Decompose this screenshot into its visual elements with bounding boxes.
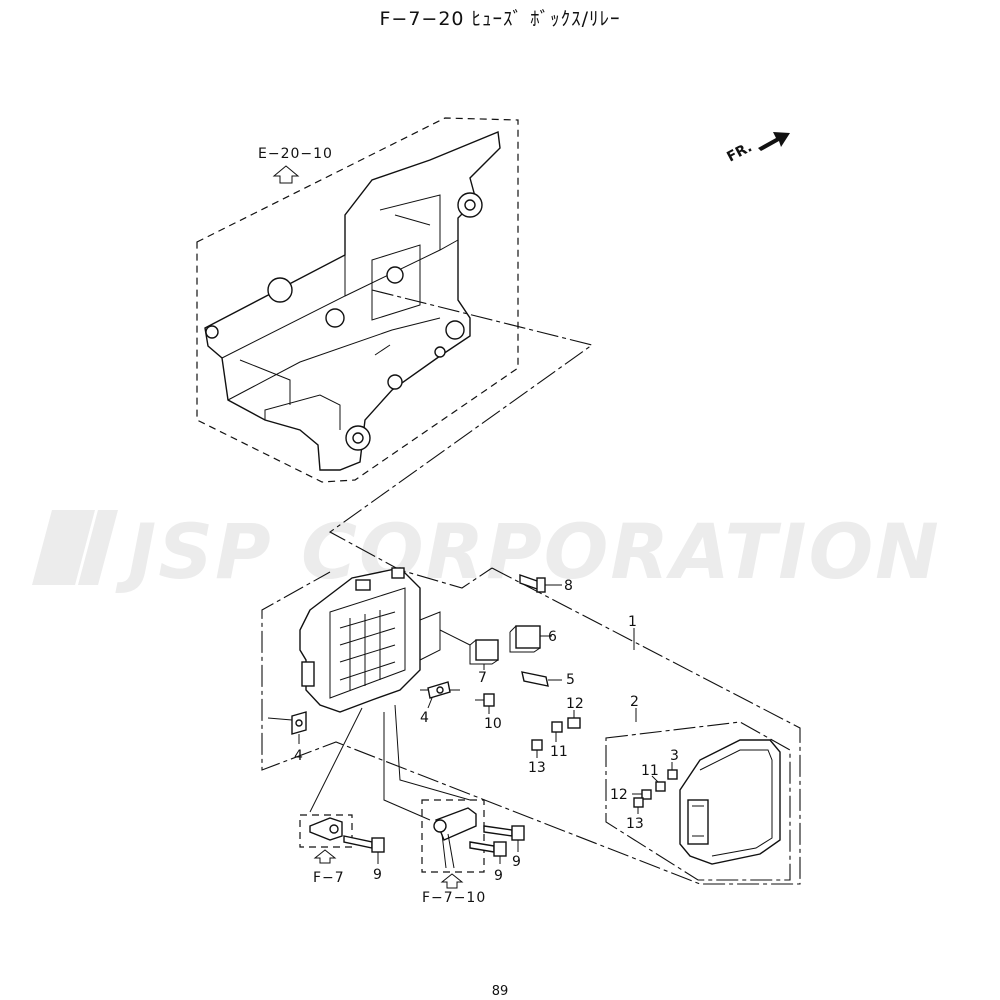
fuse-box-body [299, 567, 441, 713]
part-4-clip-right [420, 681, 460, 709]
callout-7: 7 [478, 670, 487, 686]
part-5-fuse [521, 671, 562, 687]
callout-2: 2 [630, 694, 639, 710]
callout-4-left: 4 [294, 748, 303, 764]
part-2-cover [679, 739, 781, 865]
up-arrow-icon [272, 165, 300, 184]
harness-line-center [383, 712, 431, 821]
part-9-bolt-right-lower [469, 841, 507, 864]
left-lower-reference: F−7 [299, 814, 353, 886]
small-fuse-set-cover [632, 762, 678, 814]
part-2-group-boundary [605, 721, 791, 881]
front-direction-indicator: FR. [724, 132, 790, 166]
callout-8: 8 [564, 578, 573, 594]
callout-12-cover: 12 [610, 787, 628, 803]
page-number: 89 [491, 984, 509, 999]
mounting-reference-line [328, 289, 594, 589]
right-reference-label: F−7−10 [422, 890, 486, 906]
part-10-bolt [475, 693, 495, 714]
upper-reference-label: E−20−10 [258, 146, 333, 162]
callout-12-center: 12 [566, 696, 584, 712]
part-9-bolt-right-upper [483, 825, 525, 852]
harness-line-left [309, 707, 363, 813]
upper-reference: E−20−10 [258, 146, 333, 184]
part-9-bolt-left [343, 835, 385, 864]
page-title: F−7−20 ﾋｭｰｽﾞ ﾎﾞｯｸｽ/ﾘﾚｰ [379, 8, 621, 30]
harness-line-right [394, 704, 471, 801]
small-fuse-set-center [531, 710, 581, 758]
left-reference-label: F−7 [313, 870, 345, 886]
watermark: JSP CORPORATION [32, 507, 939, 596]
part-1-group-boundary [261, 567, 801, 885]
part-8-bolt [519, 574, 562, 593]
part-4-clip-left [267, 711, 307, 744]
callout-labels: 1 2 3 4 4 5 6 7 8 9 9 9 10 11 11 12 12 1… [294, 578, 679, 884]
callout-13-cover: 13 [626, 816, 644, 832]
down-arrow-icon [440, 873, 464, 889]
mounting-frame [204, 131, 501, 471]
callout-5: 5 [566, 672, 575, 688]
callout-3: 3 [670, 748, 679, 764]
callout-11-cover: 11 [641, 763, 659, 779]
callout-9-right-upper: 9 [512, 854, 521, 870]
callout-9-right-lower: 9 [494, 868, 503, 884]
part-7-relay [439, 629, 499, 670]
callout-9-left: 9 [373, 867, 382, 883]
callout-11-center: 11 [550, 744, 568, 760]
callout-1: 1 [628, 614, 637, 630]
upper-assembly-boundary [196, 117, 519, 483]
direction-label: FR. [724, 139, 754, 165]
callout-6: 6 [548, 629, 557, 645]
callout-4-right: 4 [420, 710, 429, 726]
right-lower-reference: F−7−10 [421, 799, 486, 906]
part-6-relay [509, 625, 552, 653]
callout-10: 10 [484, 716, 502, 732]
callout-13-center: 13 [528, 760, 546, 776]
down-arrow-icon [313, 849, 337, 864]
